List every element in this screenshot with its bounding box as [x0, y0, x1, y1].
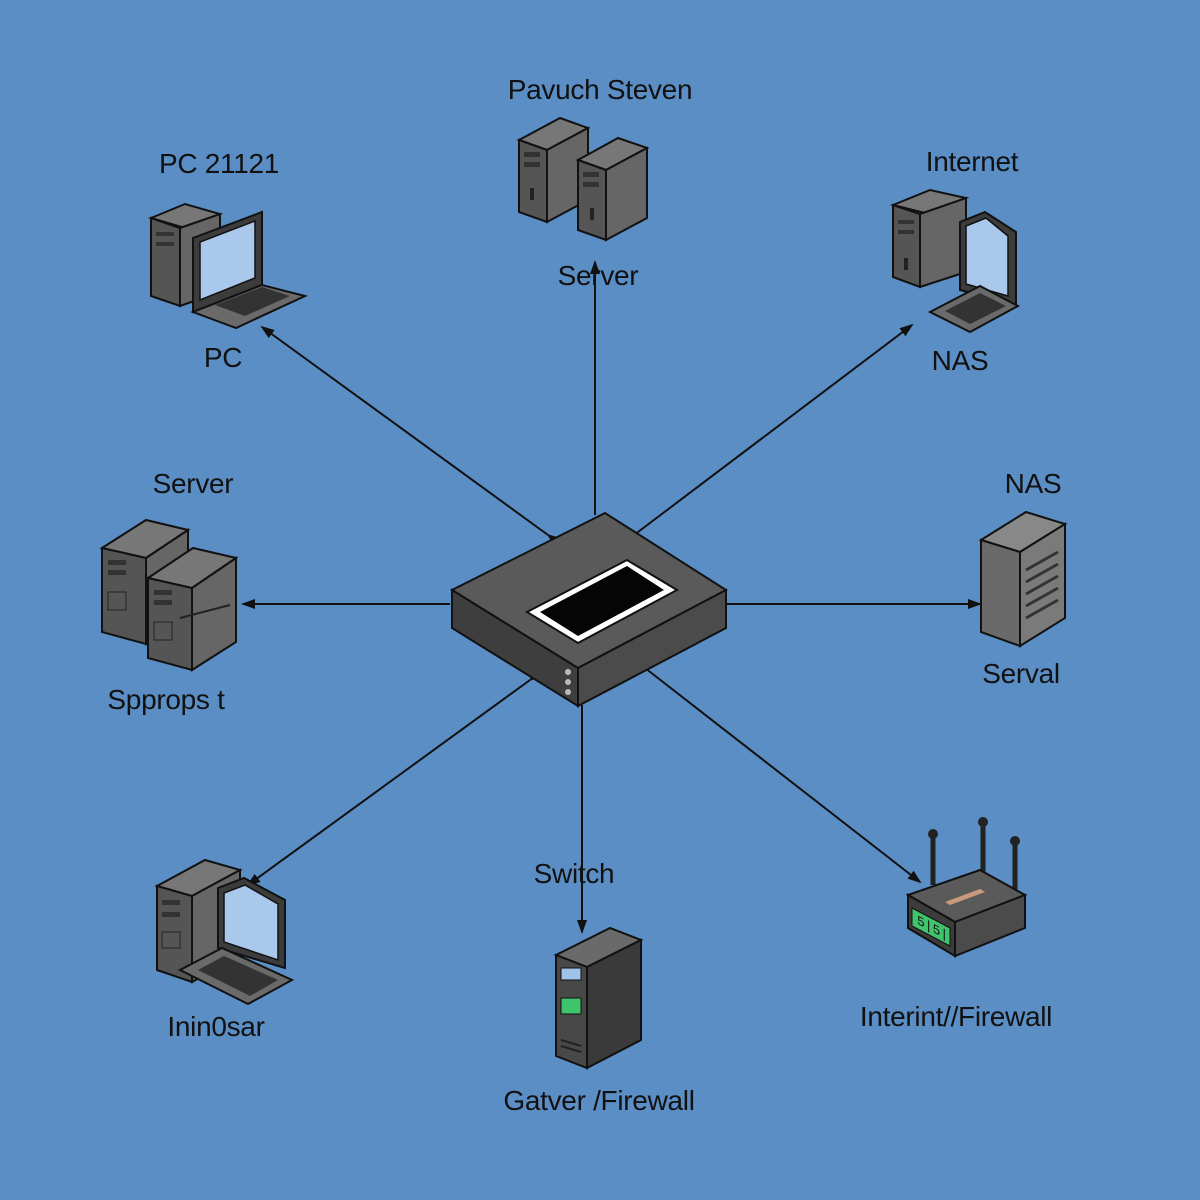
link-bottom-left — [246, 668, 543, 887]
node-label-left-subtitle: Spprops t — [107, 684, 225, 715]
gateway-tower-icon[interactable] — [553, 926, 644, 1070]
link-bottom-right — [632, 656, 922, 884]
node-label-left-title: Server — [152, 468, 234, 499]
pc-with-laptop-icon[interactable] — [889, 188, 1021, 334]
switch-hub-icon[interactable] — [449, 511, 728, 708]
node-label-bottom-right-title: Interint//Firewall — [859, 1001, 1053, 1032]
link-top-right — [625, 323, 914, 544]
pc-with-laptop-icon[interactable] — [154, 858, 295, 1006]
node-label-bottom-title: Switch — [533, 858, 615, 889]
link-top-left — [260, 325, 561, 547]
node-label-bottom-left-title: Inin0sar — [167, 1011, 265, 1042]
node-label-top-left-subtitle: PC — [203, 342, 243, 373]
node-label-right-title: NAS — [1004, 468, 1062, 499]
server-pair-icon[interactable] — [99, 518, 239, 672]
server-pair-icon[interactable] — [516, 116, 650, 242]
nas-tower-icon[interactable] — [978, 510, 1068, 648]
node-label-top-left-title: PC 21121 — [158, 148, 280, 179]
node-label-top-title: Pavuch Steven — [507, 74, 693, 105]
pc-with-laptop-icon[interactable] — [147, 202, 308, 330]
node-label-bottom-subtitle: Gatver /Firewall — [503, 1085, 695, 1116]
node-label-top-right-subtitle: NAS — [931, 345, 989, 376]
connections — [241, 260, 982, 934]
node-label-right-subtitle: Serval — [982, 658, 1060, 689]
wireless-router-icon[interactable]: 5|5| — [905, 817, 1028, 958]
node-label-top-right-title: Internet — [925, 146, 1019, 177]
node-label-top-subtitle: Server — [557, 260, 639, 291]
